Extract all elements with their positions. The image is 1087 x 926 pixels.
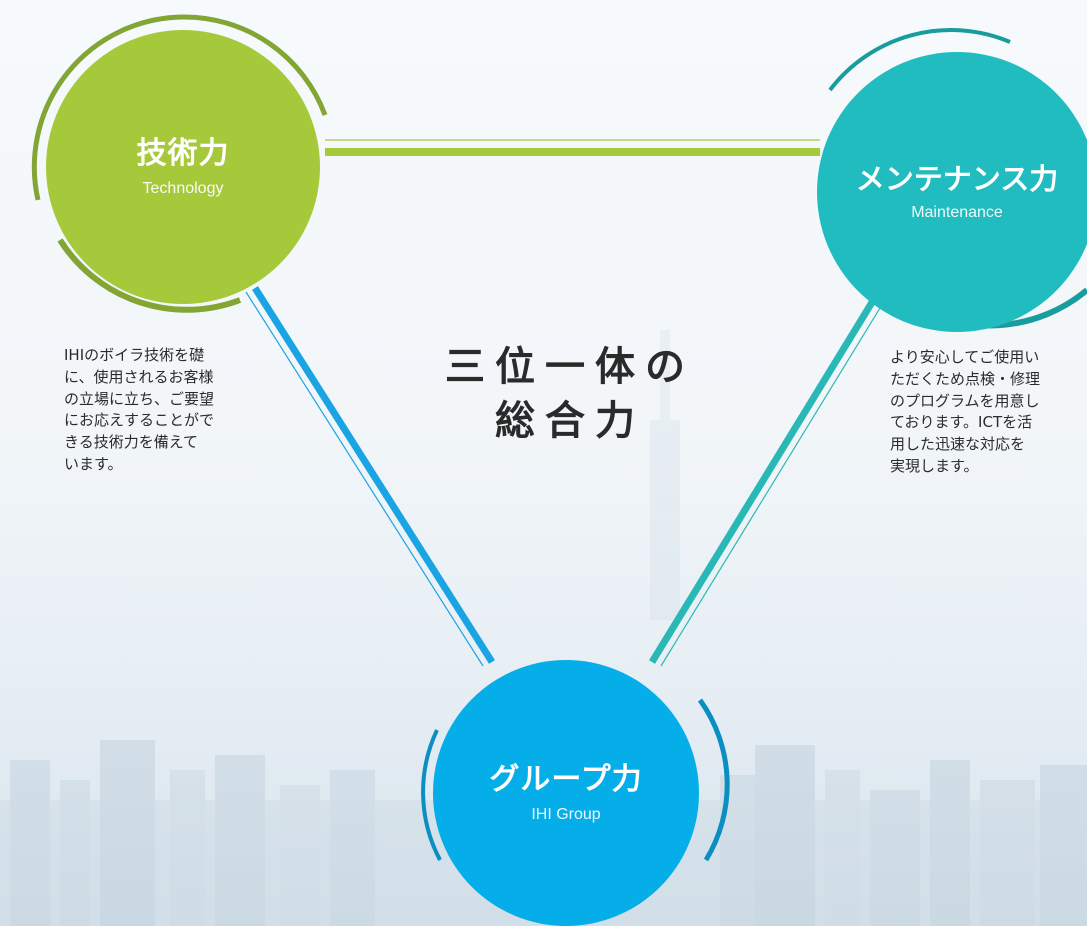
maintenance-title: メンテナンス力 [855, 161, 1059, 196]
center-title: 三位一体の 総合力 [420, 340, 720, 448]
technology-description-line: に、使用されるお客様 [64, 367, 214, 386]
group-subtitle: IHI Group [531, 806, 601, 823]
technology-circle: 技術力 Technology [46, 30, 320, 304]
maintenance-description-line: のプログラムを用意し [890, 391, 1040, 410]
maintenance-subtitle: Maintenance [911, 204, 1003, 222]
group-circle: グループ力 IHI Group [433, 660, 699, 926]
technology-ring [31, 14, 328, 313]
maintenance-description-line: 用した迅速な対応を [890, 435, 1026, 453]
center-title-line1: 三位一体の [445, 344, 695, 390]
technology-description-line: の立場に立ち、ご要望 [64, 389, 215, 408]
group-ring [421, 698, 730, 862]
technology-title: 技術力 [136, 136, 230, 171]
connector-tech-group [245, 286, 495, 667]
center-title-line2: 総合力 [495, 398, 645, 444]
maintenance-description-line: ただくため点検・修理 [890, 369, 1041, 388]
technology-description-line: います。 [64, 454, 123, 473]
technology-description-line: きる技術力を備えて [64, 433, 198, 451]
technology-description-line: にお応えすることがで [64, 411, 215, 430]
technology-description: IHIのボイラ技術を礎 に、使用されるお客様 の立場に立ち、ご要望 にお応えする… [64, 345, 254, 476]
maintenance-circle: メンテナンス力 Maintenance [817, 52, 1087, 332]
maintenance-description: より安心してご使用い ただくため点検・修理 のプログラムを用意し ております。I… [890, 347, 1080, 478]
connector-maintenance-group [649, 284, 892, 667]
connector-tech-maintenance [325, 139, 820, 156]
group-title: グループ力 [489, 762, 643, 797]
technology-description-line: IHIのボイラ技術を礎 [64, 346, 205, 364]
maintenance-description-line: 実現します。 [890, 456, 979, 475]
technology-subtitle: Technology [142, 180, 224, 197]
maintenance-description-line: ております。ICTを活 [890, 413, 1033, 432]
maintenance-description-line: より安心してご使用い [890, 348, 1040, 366]
